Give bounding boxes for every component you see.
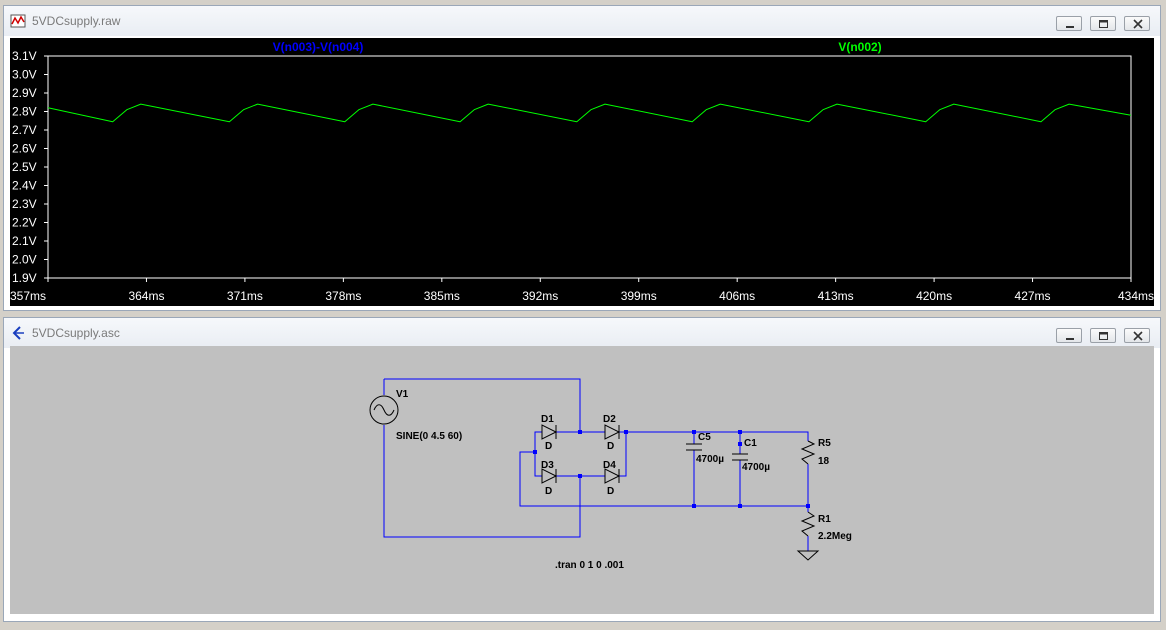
schematic-titlebar[interactable]: 5VDCsupply.asc — [4, 318, 1160, 348]
capacitor-c5[interactable]: C5 4700µ — [686, 432, 724, 465]
x-tick-label: 392ms — [522, 289, 558, 303]
y-tick-label: 3.1V — [12, 49, 37, 63]
minimize-icon — [1066, 26, 1074, 28]
d2-model: D — [607, 441, 614, 452]
spice-directive[interactable]: .tran 0 1 0 .001 — [555, 560, 624, 571]
y-tick-label: 2.0V — [12, 253, 37, 267]
schematic-canvas[interactable]: V1 SINE(0 4.5 60) D1 D D2 D D3 D D4 — [10, 346, 1154, 614]
d1-model: D — [545, 441, 552, 452]
junctions — [533, 430, 810, 508]
x-tick-label: 427ms — [1015, 289, 1051, 303]
schematic-window[interactable]: 5VDCsupply.asc — [3, 317, 1161, 622]
maximize-button[interactable] — [1090, 16, 1116, 31]
close-icon — [1133, 19, 1143, 29]
resistor-r1[interactable]: R1 2.2Meg — [800, 511, 852, 542]
r1-value: 2.2Meg — [818, 531, 852, 542]
waveform-titlebar[interactable]: 5VDCsupply.raw — [4, 6, 1160, 36]
y-tick-label: 2.6V — [12, 142, 37, 156]
x-tick-label: 357ms — [10, 289, 46, 303]
r5-value: 18 — [818, 456, 830, 467]
d2-name: D2 — [603, 414, 616, 425]
v1-value: SINE(0 4.5 60) — [396, 431, 462, 442]
y-axis: 3.1V 3.0V 2.9V 2.8V 2.7V 2.6V 2.5V 2.4V 2.3V 2.2V… — [12, 49, 48, 285]
plot-area[interactable]: V(n003)-V(n004) V(n002) 3.1V 3.0V 2.9V 2.8V… — [10, 38, 1154, 306]
y-tick-label: 3.0V — [12, 68, 37, 82]
trace-label-n002[interactable]: V(n002) — [838, 40, 881, 54]
x-tick-label: 399ms — [621, 289, 657, 303]
schematic-window-title: 5VDCsupply.asc — [32, 326, 120, 340]
y-tick-label: 1.9V — [12, 271, 37, 285]
traces — [47, 103, 1132, 123]
x-tick-label: 364ms — [128, 289, 164, 303]
schematic-icon — [12, 326, 24, 340]
maximize-icon — [1099, 20, 1108, 28]
y-tick-label: 2.4V — [12, 179, 37, 193]
c1-value: 4700µ — [742, 462, 770, 473]
d3-model: D — [545, 486, 552, 497]
diode-d3[interactable]: D3 D — [541, 460, 558, 497]
schematic-drawing[interactable]: V1 SINE(0 4.5 60) D1 D D2 D D3 D D4 — [10, 346, 1154, 614]
ground-symbol[interactable] — [796, 550, 820, 561]
diode-d2[interactable]: D2 D — [603, 414, 621, 452]
y-tick-label: 2.7V — [12, 123, 37, 137]
close-button[interactable] — [1124, 328, 1150, 343]
c5-name: C5 — [698, 432, 711, 443]
x-tick-label: 413ms — [818, 289, 854, 303]
y-tick-label: 2.5V — [12, 160, 37, 174]
trace-label-diff[interactable]: V(n003)-V(n004) — [273, 40, 364, 54]
maximize-icon — [1099, 332, 1108, 340]
close-icon — [1133, 331, 1143, 341]
x-tick-label: 371ms — [227, 289, 263, 303]
x-tick-label: 385ms — [424, 289, 460, 303]
x-tick-label: 434ms — [1118, 289, 1154, 303]
waveform-window[interactable]: 5VDCsupply.raw V(n003)-V(n004) V(n002) 3… — [3, 5, 1161, 311]
r5-name: R5 — [818, 438, 831, 449]
x-tick-label: 406ms — [719, 289, 755, 303]
y-tick-label: 2.8V — [12, 105, 37, 119]
maximize-button[interactable] — [1090, 328, 1116, 343]
d4-model: D — [607, 486, 614, 497]
trace-v-n002[interactable] — [47, 103, 1132, 123]
c1-name: C1 — [744, 438, 757, 449]
capacitor-c1[interactable]: C1 4700µ — [732, 438, 770, 473]
y-tick-label: 2.3V — [12, 197, 37, 211]
x-axis: 357ms 364ms 371ms 378ms 385ms 392ms 399ms 406ms… — [10, 278, 1154, 303]
d3-name: D3 — [541, 460, 554, 471]
x-tick-label: 420ms — [916, 289, 952, 303]
y-tick-label: 2.2V — [12, 216, 37, 230]
r1-name: R1 — [818, 514, 831, 525]
resistor-r5[interactable]: R5 18 — [800, 438, 831, 467]
minimize-icon — [1066, 338, 1074, 340]
minimize-button[interactable] — [1056, 16, 1082, 31]
x-tick-label: 378ms — [325, 289, 361, 303]
minimize-button[interactable] — [1056, 328, 1082, 343]
waveform-window-title: 5VDCsupply.raw — [32, 14, 121, 28]
plot-frame — [47, 55, 1132, 279]
waveform-chart[interactable]: V(n003)-V(n004) V(n002) 3.1V 3.0V 2.9V 2.8V… — [10, 38, 1154, 306]
y-tick-label: 2.9V — [12, 86, 37, 100]
voltage-source-v1[interactable]: V1 SINE(0 4.5 60) — [369, 389, 462, 442]
d1-name: D1 — [541, 414, 554, 425]
waveform-icon — [10, 14, 26, 28]
c5-value: 4700µ — [696, 454, 724, 465]
diode-d1[interactable]: D1 D — [541, 414, 558, 452]
y-tick-label: 2.1V — [12, 234, 37, 248]
d4-name: D4 — [603, 460, 616, 471]
v1-name: V1 — [396, 389, 409, 400]
wires[interactable] — [383, 378, 809, 551]
close-button[interactable] — [1124, 16, 1150, 31]
diode-d4[interactable]: D4 D — [603, 460, 621, 497]
